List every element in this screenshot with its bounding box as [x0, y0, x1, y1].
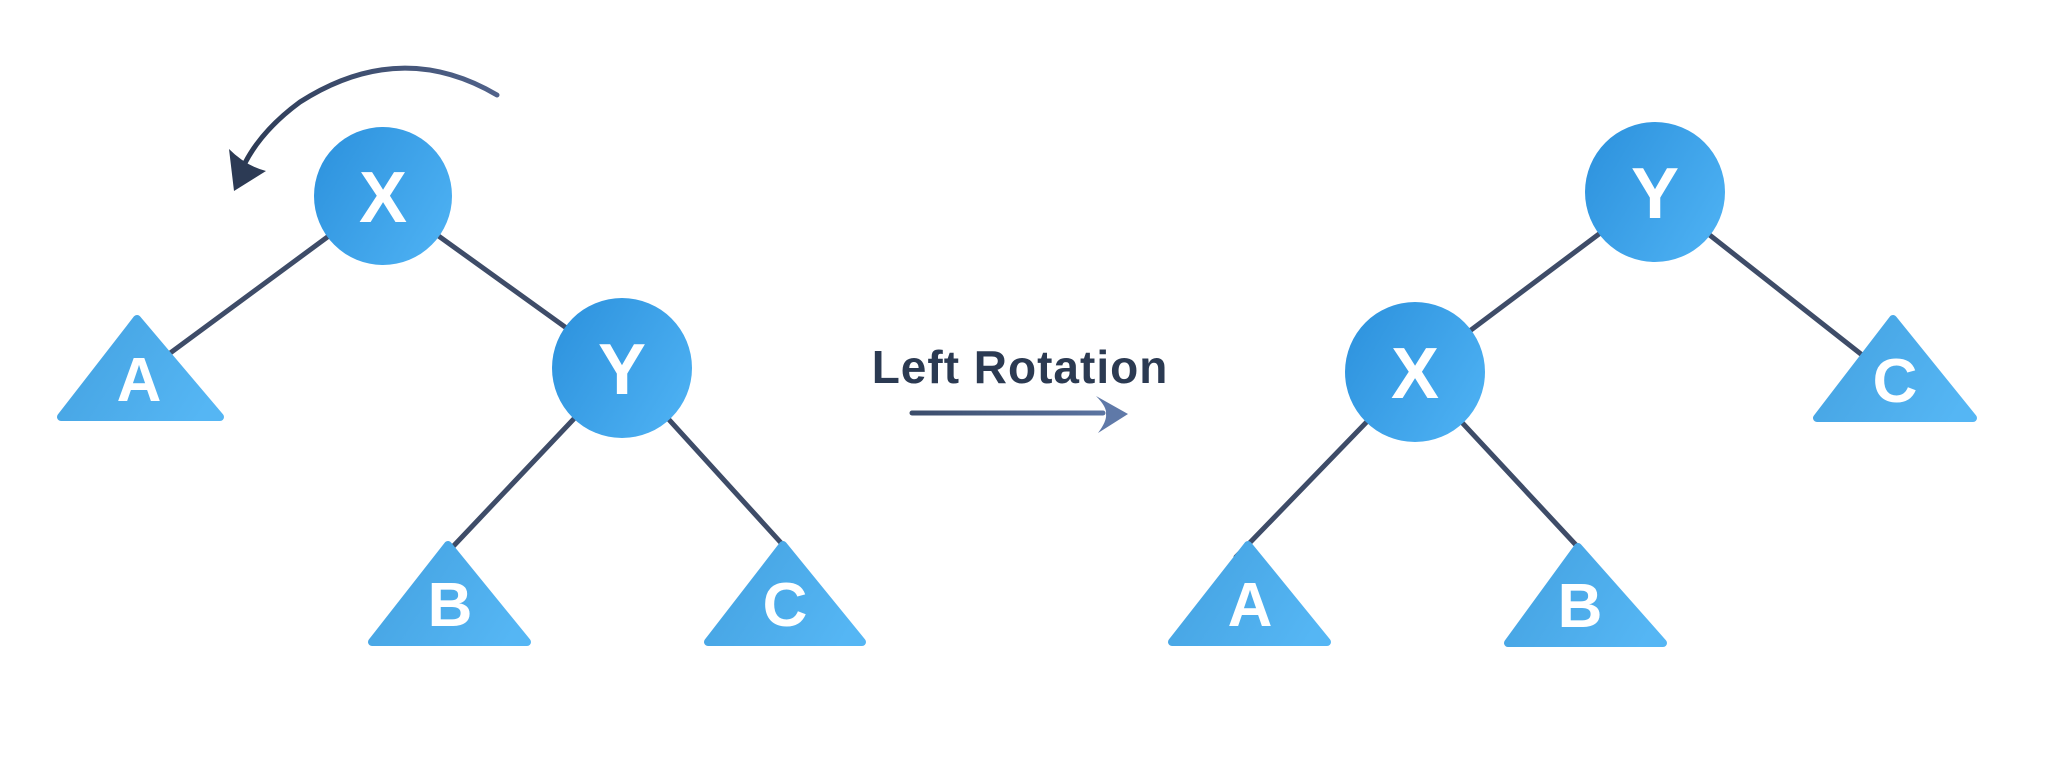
after-child-label: X	[1391, 334, 1439, 414]
before-subtree-c	[704, 541, 866, 646]
after-subtree-a-label: A	[1228, 571, 1273, 640]
before-child-label: Y	[598, 330, 646, 410]
after-child-node-x	[1345, 302, 1485, 442]
after-subtree-c-label: C	[1873, 347, 1918, 416]
after-subtree-c	[1813, 315, 1977, 422]
before-root-node-x	[314, 127, 452, 265]
before-subtree-a-label: A	[117, 346, 162, 415]
after-root-label: Y	[1631, 154, 1679, 234]
before-root-label: X	[359, 158, 407, 238]
transform-annotation: Left Rotation	[872, 341, 1169, 433]
before-tree-edges	[155, 193, 796, 559]
rotation-direction-arrow	[229, 65, 500, 191]
rotation-arrowhead-icon	[229, 149, 266, 191]
after-root-node-y	[1585, 122, 1725, 262]
before-tree: X Y A B C	[57, 65, 866, 646]
left-rotation-label: Left Rotation	[872, 341, 1169, 393]
before-subtree-a	[57, 315, 224, 421]
after-tree: Y X A B C	[1168, 122, 1977, 647]
rotation-arc	[242, 65, 500, 166]
before-subtree-b	[368, 541, 531, 646]
transform-arrowhead-icon	[1096, 396, 1128, 433]
before-child-node-y	[552, 298, 692, 438]
before-subtree-b-label: B	[428, 571, 473, 640]
after-tree-edges	[1233, 189, 1888, 562]
after-subtree-b-label: B	[1558, 572, 1603, 641]
after-subtree-a	[1168, 541, 1331, 646]
before-subtree-c-label: C	[763, 571, 808, 640]
after-subtree-b	[1504, 543, 1667, 647]
